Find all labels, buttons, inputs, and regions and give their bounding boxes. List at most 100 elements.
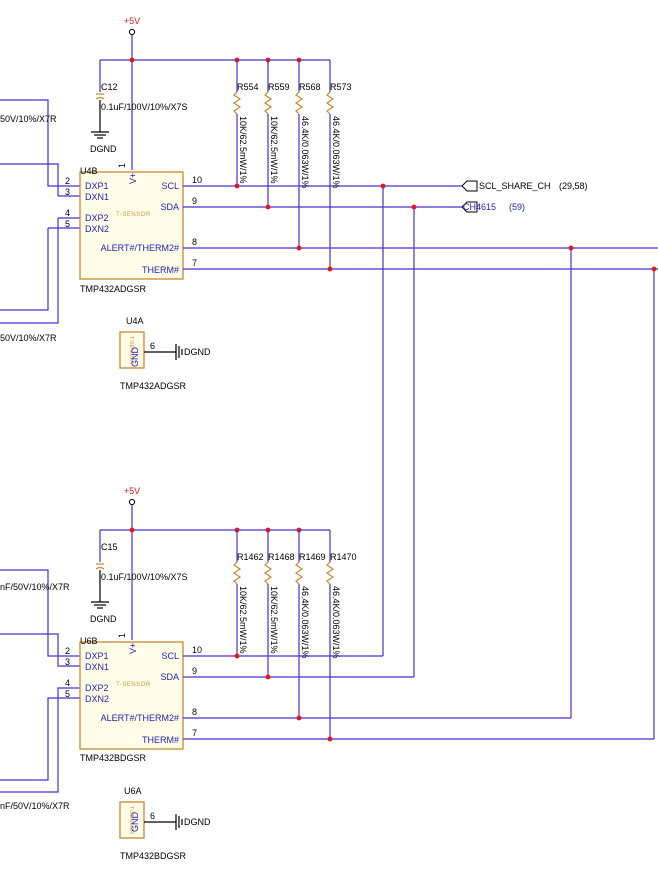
- junction-dot: [568, 245, 574, 251]
- pin-name: DXP2: [85, 213, 109, 223]
- resistor-value: 10K/62.5mW/1%: [238, 116, 248, 184]
- pin-name: DXP1: [85, 181, 109, 191]
- ground-symbol: [175, 814, 183, 830]
- pin-name: THERM#: [142, 735, 179, 745]
- capacitor-symbol: [95, 93, 105, 100]
- resistor-ref: R573: [330, 82, 352, 92]
- pin-number: 3: [65, 657, 70, 667]
- junction-dot: [129, 527, 135, 533]
- junction-dot: [327, 266, 333, 272]
- ground-symbol: [91, 601, 109, 609]
- pin-number: 5: [65, 219, 70, 229]
- pin-name: SDA: [160, 202, 179, 212]
- resistor-value: 10K/62.5mW/1%: [238, 586, 248, 654]
- resistor-value: 46.4K/0.063W/1%: [331, 116, 341, 189]
- resistor-value: 46.4K/0.063W/1%: [300, 586, 310, 659]
- pin-number: 7: [192, 258, 197, 268]
- ic-watermark: T-SENSOR: [116, 682, 151, 688]
- gnd-unit-watermark: T-SENSOR: [128, 806, 134, 834]
- pin-name: DXP2: [85, 683, 109, 693]
- gnd-pin-name: GND: [130, 812, 140, 833]
- capacitor-value: 0.1uF/100V/10%/X7S: [101, 572, 188, 582]
- pin-number: 4: [65, 678, 70, 688]
- pin-number: 10: [192, 645, 202, 655]
- pin-name: DXN1: [85, 662, 109, 672]
- supply-label: +5V: [124, 486, 140, 496]
- capacitor-ref: C15: [101, 542, 118, 552]
- resistor-ref: R1462: [237, 552, 264, 562]
- pin-number: 4: [65, 208, 70, 218]
- net-ref-sda: (59): [509, 202, 525, 212]
- supply-label: +5V: [124, 16, 140, 26]
- pin-number: 1: [117, 163, 127, 168]
- gnd-unit-part-number: TMP432ADGSR: [120, 381, 187, 391]
- resistor-value: 46.4K/0.063W/1%: [300, 116, 310, 189]
- pin-number: 5: [65, 689, 70, 699]
- gnd-pin-name: GND: [130, 347, 140, 368]
- net-port-sda: CH4615 (59): [461, 201, 525, 213]
- ic-ref: U4B: [80, 166, 98, 176]
- top-sensor-block: +5V C12 0.1uF/100V/10%/X7S DGND 50V/10%/…: [0, 16, 658, 391]
- ic-watermark: T-SENSOR: [116, 212, 151, 218]
- pin-name: V+: [128, 173, 138, 184]
- resistor-value: 10K/62.5mW/1%: [269, 116, 279, 184]
- pin-name: V+: [128, 643, 138, 654]
- ground-symbol: [175, 344, 183, 360]
- gnd-unit-body: [119, 331, 145, 369]
- junction-dot: [234, 183, 240, 189]
- capacitor-symbol: [95, 563, 105, 570]
- gnd-unit-watermark: T-SENSOR: [128, 336, 134, 364]
- left-partial-label: nF/50V/10%/X7R: [0, 582, 70, 592]
- junction-dot: [129, 57, 135, 63]
- junction-dot: [380, 183, 386, 189]
- gnd-unit-part-number: TMP432BDGSR: [120, 851, 187, 861]
- left-partial-label: nF/50V/10%/X7R: [0, 801, 70, 811]
- bottom-sensor-block: +5V C15 0.1uF/100V/10%/X7S DGND nF/50V/1…: [0, 486, 654, 861]
- pin-number: 9: [192, 196, 197, 206]
- supply-terminal: [128, 498, 136, 506]
- junction-dot: [234, 653, 240, 659]
- pin-number: 3: [65, 187, 70, 197]
- resistor-ref: R1468: [268, 552, 295, 562]
- net-ref-scl: (29,58): [559, 181, 588, 191]
- resistor-ref: R568: [299, 82, 321, 92]
- resistor-ref: R554: [237, 82, 259, 92]
- junction-dot: [411, 204, 417, 210]
- gnd-unit-ref: U4A: [126, 316, 144, 326]
- pin-number: 9: [192, 666, 197, 676]
- resistor-ref: R1469: [299, 552, 326, 562]
- pin-name: THERM#: [142, 265, 179, 275]
- junction-dot: [327, 736, 333, 742]
- ground-label: DGND: [90, 144, 117, 154]
- pin-name: SCL: [161, 181, 179, 191]
- ic-body: [79, 641, 184, 750]
- pin-number: 8: [192, 707, 197, 717]
- pin-number: 6: [150, 811, 155, 821]
- junction-dot: [651, 266, 657, 272]
- resistor-value: 46.4K/0.063W/1%: [331, 586, 341, 659]
- ground-label: DGND: [90, 614, 117, 624]
- ground-label: DGND: [184, 347, 211, 357]
- pin-number: 1: [117, 633, 127, 638]
- ic-ref: U6B: [80, 636, 98, 646]
- gnd-unit-body: [119, 801, 145, 839]
- pin-number: 10: [192, 175, 202, 185]
- ground-symbol: [91, 131, 109, 139]
- pin-number: 8: [192, 237, 197, 247]
- resistor-value: 10K/62.5mW/1%: [269, 586, 279, 654]
- pin-name: DXN2: [85, 224, 109, 234]
- left-partial-label: 50V/10%/X7R: [0, 333, 57, 343]
- junction-dot: [296, 715, 302, 721]
- pin-name: ALERT#/THERM2#: [101, 713, 179, 723]
- capacitor-ref: C12: [101, 82, 118, 92]
- left-partial-label: 50V/10%/X7R: [0, 114, 57, 124]
- ground-label: DGND: [184, 817, 211, 827]
- pin-number: 2: [65, 646, 70, 656]
- pin-number: 7: [192, 728, 197, 738]
- capacitor-value: 0.1uF/100V/10%/X7S: [101, 102, 188, 112]
- ic-part-number: TMP432BDGSR: [80, 753, 147, 763]
- resistor-ref: R1470: [330, 552, 357, 562]
- ic-body: [79, 171, 184, 280]
- net-port-scl: SCL_SHARE_CH (29,58): [461, 180, 588, 192]
